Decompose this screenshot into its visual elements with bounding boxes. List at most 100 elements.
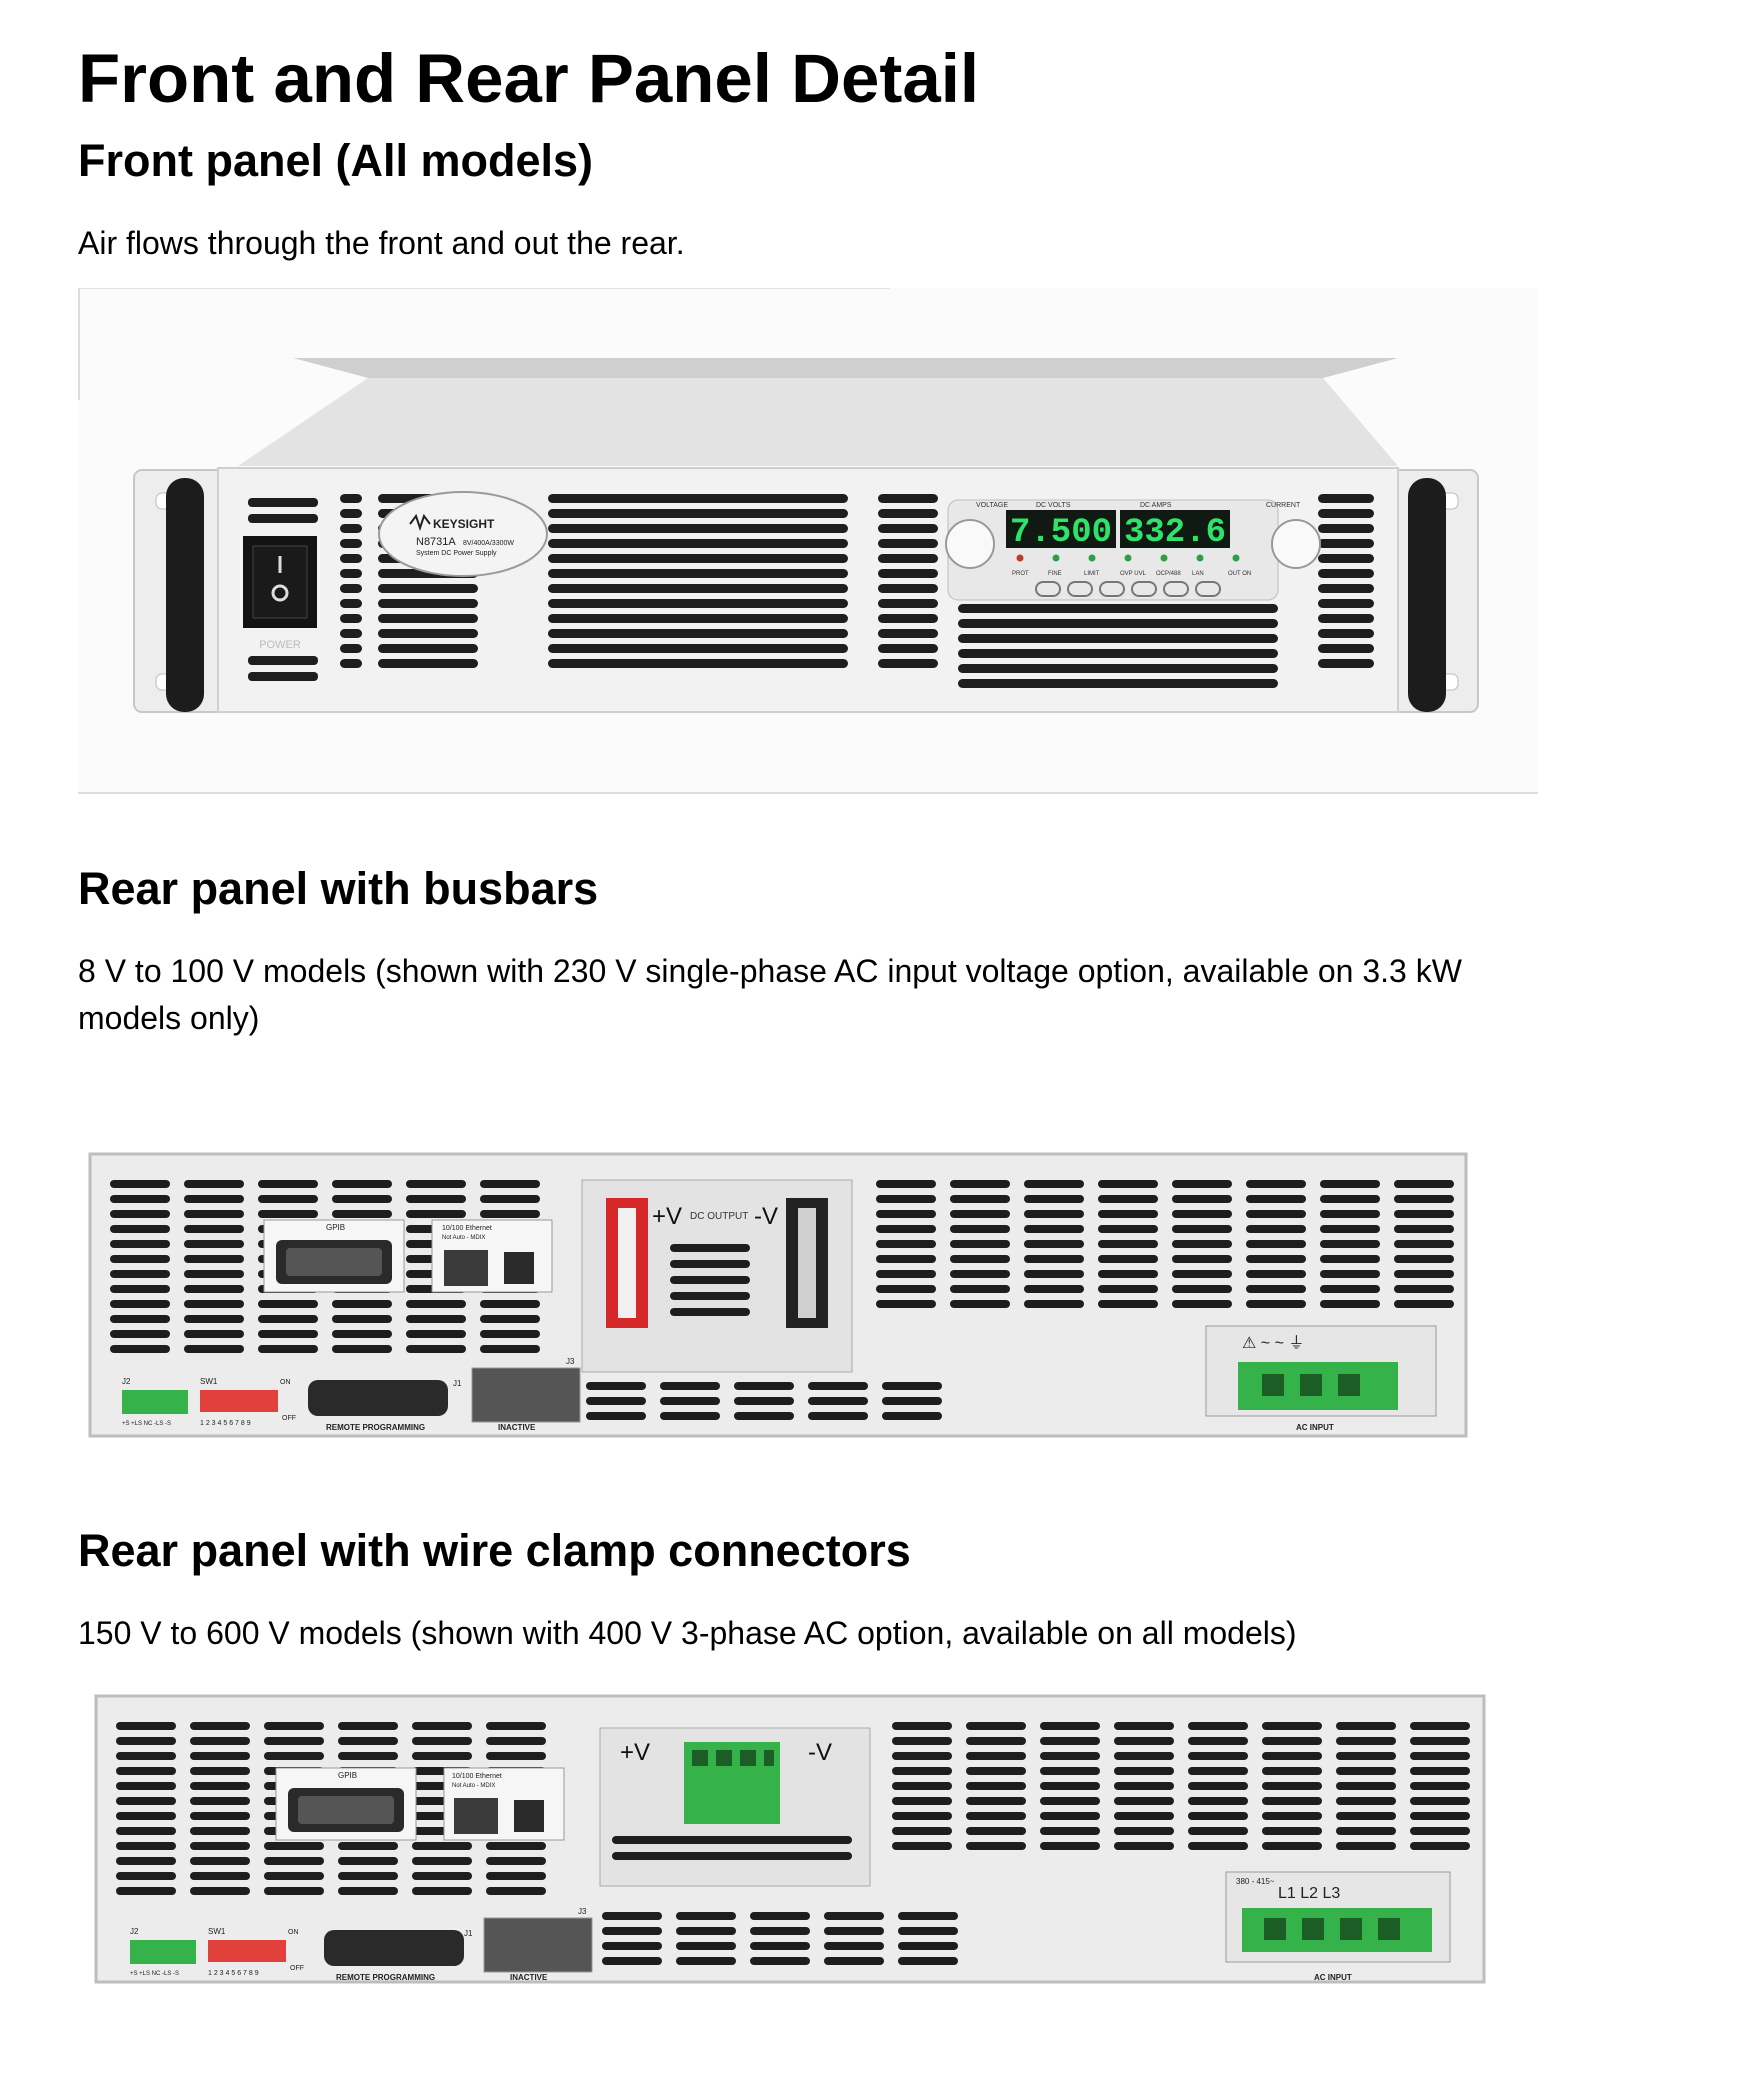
vent-slot [1246, 1240, 1306, 1248]
vent-slot [338, 1737, 398, 1745]
vent-slot [878, 629, 938, 638]
vent-slot [878, 644, 938, 653]
rb-ethernet-label: 10/100 Ethernet [442, 1225, 492, 1232]
vent-slot [110, 1195, 170, 1203]
dc-volts-label: DC VOLTS [1036, 502, 1071, 509]
brand-logo: KEYSIGHT [433, 517, 495, 531]
vent-slot [406, 1300, 466, 1308]
vent-slot [1114, 1782, 1174, 1790]
vent-slot [1336, 1842, 1396, 1850]
vent-slot [966, 1827, 1026, 1835]
vent-slot [116, 1872, 176, 1880]
vent-slot [332, 1330, 392, 1338]
rb-on-label: ON [280, 1379, 291, 1386]
vent-slot [110, 1345, 170, 1353]
rc-off-label: OFF [290, 1965, 304, 1972]
vent-slot [190, 1827, 250, 1835]
power-switch-label: POWER [259, 639, 301, 651]
vent-slot [184, 1270, 244, 1278]
voltage-label: VOLTAGE [976, 502, 1008, 509]
vent-slot [338, 1842, 398, 1850]
vent-slot [486, 1752, 546, 1760]
rc-ethernet-sub: Not Auto - MDIX [452, 1783, 495, 1789]
rb-sense-pins: +S +LS NC -LS -S [122, 1421, 171, 1427]
rc-sw1-label: SW1 [208, 1927, 226, 1936]
vent-slot [412, 1887, 472, 1895]
vent-slot [892, 1812, 952, 1820]
vent-slot [340, 614, 362, 623]
vent-slot [338, 1872, 398, 1880]
vent-slot [1262, 1797, 1322, 1805]
vent-slot [116, 1857, 176, 1865]
vent-slot [258, 1315, 318, 1323]
vent-slot [190, 1782, 250, 1790]
vent-slot [1040, 1842, 1100, 1850]
vent-slot [1246, 1195, 1306, 1203]
vent-slot [1318, 644, 1374, 653]
vent-slot [1114, 1737, 1174, 1745]
amps-display: 332.6 [1124, 514, 1226, 552]
vent-slot [184, 1195, 244, 1203]
vent-slot [824, 1927, 884, 1935]
indicator-led [1160, 554, 1168, 562]
vent-slot [1024, 1285, 1084, 1293]
vent-slot [1320, 1240, 1380, 1248]
vent-slot [1246, 1180, 1306, 1188]
vent-slot [1098, 1195, 1158, 1203]
vent-slot [950, 1285, 1010, 1293]
vent-slot [264, 1887, 324, 1895]
vent-slot [966, 1812, 1026, 1820]
rb-sw1-label: SW1 [200, 1377, 218, 1386]
vent-slot [1318, 494, 1374, 503]
vent-slot [264, 1752, 324, 1760]
vent-slot [378, 584, 478, 593]
vent-slot [110, 1330, 170, 1338]
rc-sense-pins: +S +LS NC -LS -S [130, 1971, 179, 1977]
vent-slot [1318, 524, 1374, 533]
vent-slot [116, 1812, 176, 1820]
indicator-label: LAN [1192, 571, 1204, 577]
vent-slot [892, 1797, 952, 1805]
vent-slot [1318, 614, 1374, 623]
model-rating: 8V/400A/3300W [463, 540, 514, 547]
vent-slot [878, 539, 938, 548]
vent-slot [1246, 1210, 1306, 1218]
vent-slot [898, 1957, 958, 1965]
vent-slot [1024, 1180, 1084, 1188]
vent-slot [1188, 1797, 1248, 1805]
vent-slot [110, 1300, 170, 1308]
vent-slot [1172, 1195, 1232, 1203]
vent-slot [882, 1397, 942, 1405]
vent-slot [958, 679, 1278, 688]
page-title: Front and Rear Panel Detail [78, 40, 980, 117]
vent-slot [1262, 1812, 1322, 1820]
vent-slot [878, 659, 938, 668]
vent-slot [332, 1345, 392, 1353]
vent-slot [1318, 554, 1374, 563]
vent-slot [1320, 1210, 1380, 1218]
vent-slot [1246, 1225, 1306, 1233]
rc-remote-label: REMOTE PROGRAMMING [336, 1973, 435, 1982]
vent-slot [378, 644, 478, 653]
vent-slot [1024, 1240, 1084, 1248]
vent-slot [1098, 1285, 1158, 1293]
section-heading-rear-clamp: Rear panel with wire clamp connectors [78, 1525, 911, 1576]
vent-slot [1114, 1827, 1174, 1835]
vent-slot [340, 584, 362, 593]
vent-slot [548, 599, 848, 608]
vent-slot [190, 1812, 250, 1820]
vent-slot [340, 554, 362, 563]
vent-slot [966, 1842, 1026, 1850]
vent-slot [1246, 1255, 1306, 1263]
vent-slot [878, 569, 938, 578]
vent-slot [480, 1300, 540, 1308]
vent-slot [1246, 1300, 1306, 1308]
vent-slot [1394, 1210, 1454, 1218]
vent-slot [486, 1887, 546, 1895]
vent-slot [1246, 1270, 1306, 1278]
indicator-label: OCP/488 [1156, 571, 1181, 577]
vent-slot [548, 644, 848, 653]
vent-slot [190, 1887, 250, 1895]
vent-slot [1024, 1225, 1084, 1233]
vent-slot [882, 1382, 942, 1390]
